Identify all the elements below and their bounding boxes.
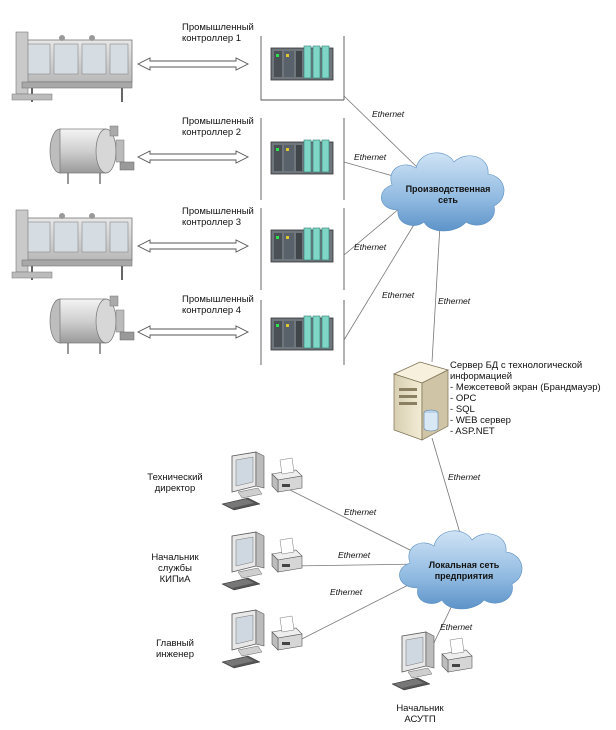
controller-1-label: Промышленный контроллер 1: [182, 22, 254, 44]
server-description: Сервер БД с технологической информацией …: [450, 360, 601, 437]
chief-engineer-label: Главный инженер: [155, 638, 194, 660]
server-feature-item: WEB сервер: [450, 415, 601, 426]
technical-director-label: Технический директор: [147, 472, 203, 494]
kipia-head-label: Начальник службы КИПиА: [151, 552, 199, 585]
link-arrow-1: [137, 57, 249, 71]
ethernet-label-4: Ethernet: [382, 290, 415, 300]
plc-rack-3-icon: [270, 227, 334, 263]
workstation-chief-engineer-icon: [221, 609, 303, 669]
ethernet-label-8: Ethernet: [338, 550, 371, 560]
production-network-label: Производственная сеть: [405, 184, 491, 205]
ethernet-label-7: Ethernet: [344, 507, 377, 517]
server-feature-item: OPC: [450, 393, 601, 404]
ethernet-label-9: Ethernet: [330, 587, 363, 597]
network-links: [289, 95, 463, 656]
workstation-kipia-head-icon: [221, 531, 303, 591]
asutp-head-label: Начальник АСУТП: [396, 703, 444, 725]
tank-1-image: [49, 125, 135, 185]
packing-machine-1-image: [11, 31, 133, 103]
ethernet-label-6: Ethernet: [448, 472, 481, 482]
controller-3-label: Промышленный контроллер 3: [182, 206, 254, 228]
ethernet-label-2: Ethernet: [354, 152, 387, 162]
tank-2-image: [49, 295, 135, 355]
server-feature-item: SQL: [450, 404, 601, 415]
server-title: Сервер БД с технологической информацией: [450, 360, 583, 382]
packing-machine-2-image: [11, 209, 133, 281]
ethernet-label-3: Ethernet: [354, 242, 387, 252]
link-arrow-2: [137, 150, 249, 164]
ethernet-label-10: Ethernet: [440, 622, 473, 632]
plc-rack-2-icon: [270, 139, 334, 175]
ethernet-label-5: Ethernet: [438, 296, 471, 306]
workstation-technical-director-icon: [221, 451, 303, 511]
plc-rack-4-icon: [270, 315, 334, 351]
enterprise-network-cloud: [399, 530, 523, 610]
controller-4-label: Промышленный контроллер 4: [182, 294, 254, 316]
database-server-icon: [393, 361, 449, 441]
server-feature-item: ASP.NET: [450, 426, 601, 437]
link-arrow-3: [137, 239, 249, 253]
link-arrow-4: [137, 325, 249, 339]
server-feature-item: Межсетевой экран (Брандмауэр): [450, 382, 601, 393]
enterprise-network-label: Локальная сеть предприятия: [428, 560, 500, 581]
controller-frames: [260, 36, 345, 365]
production-network-cloud: [381, 152, 505, 232]
server-feature-list: Межсетевой экран (Брандмауэр) OPC SQL WE…: [450, 382, 601, 437]
workstation-asutp-head-icon: [391, 631, 473, 691]
plc-rack-1-icon: [270, 45, 334, 81]
ethernet-label-1: Ethernet: [372, 109, 405, 119]
controller-2-label: Промышленный контроллер 2: [182, 116, 254, 138]
